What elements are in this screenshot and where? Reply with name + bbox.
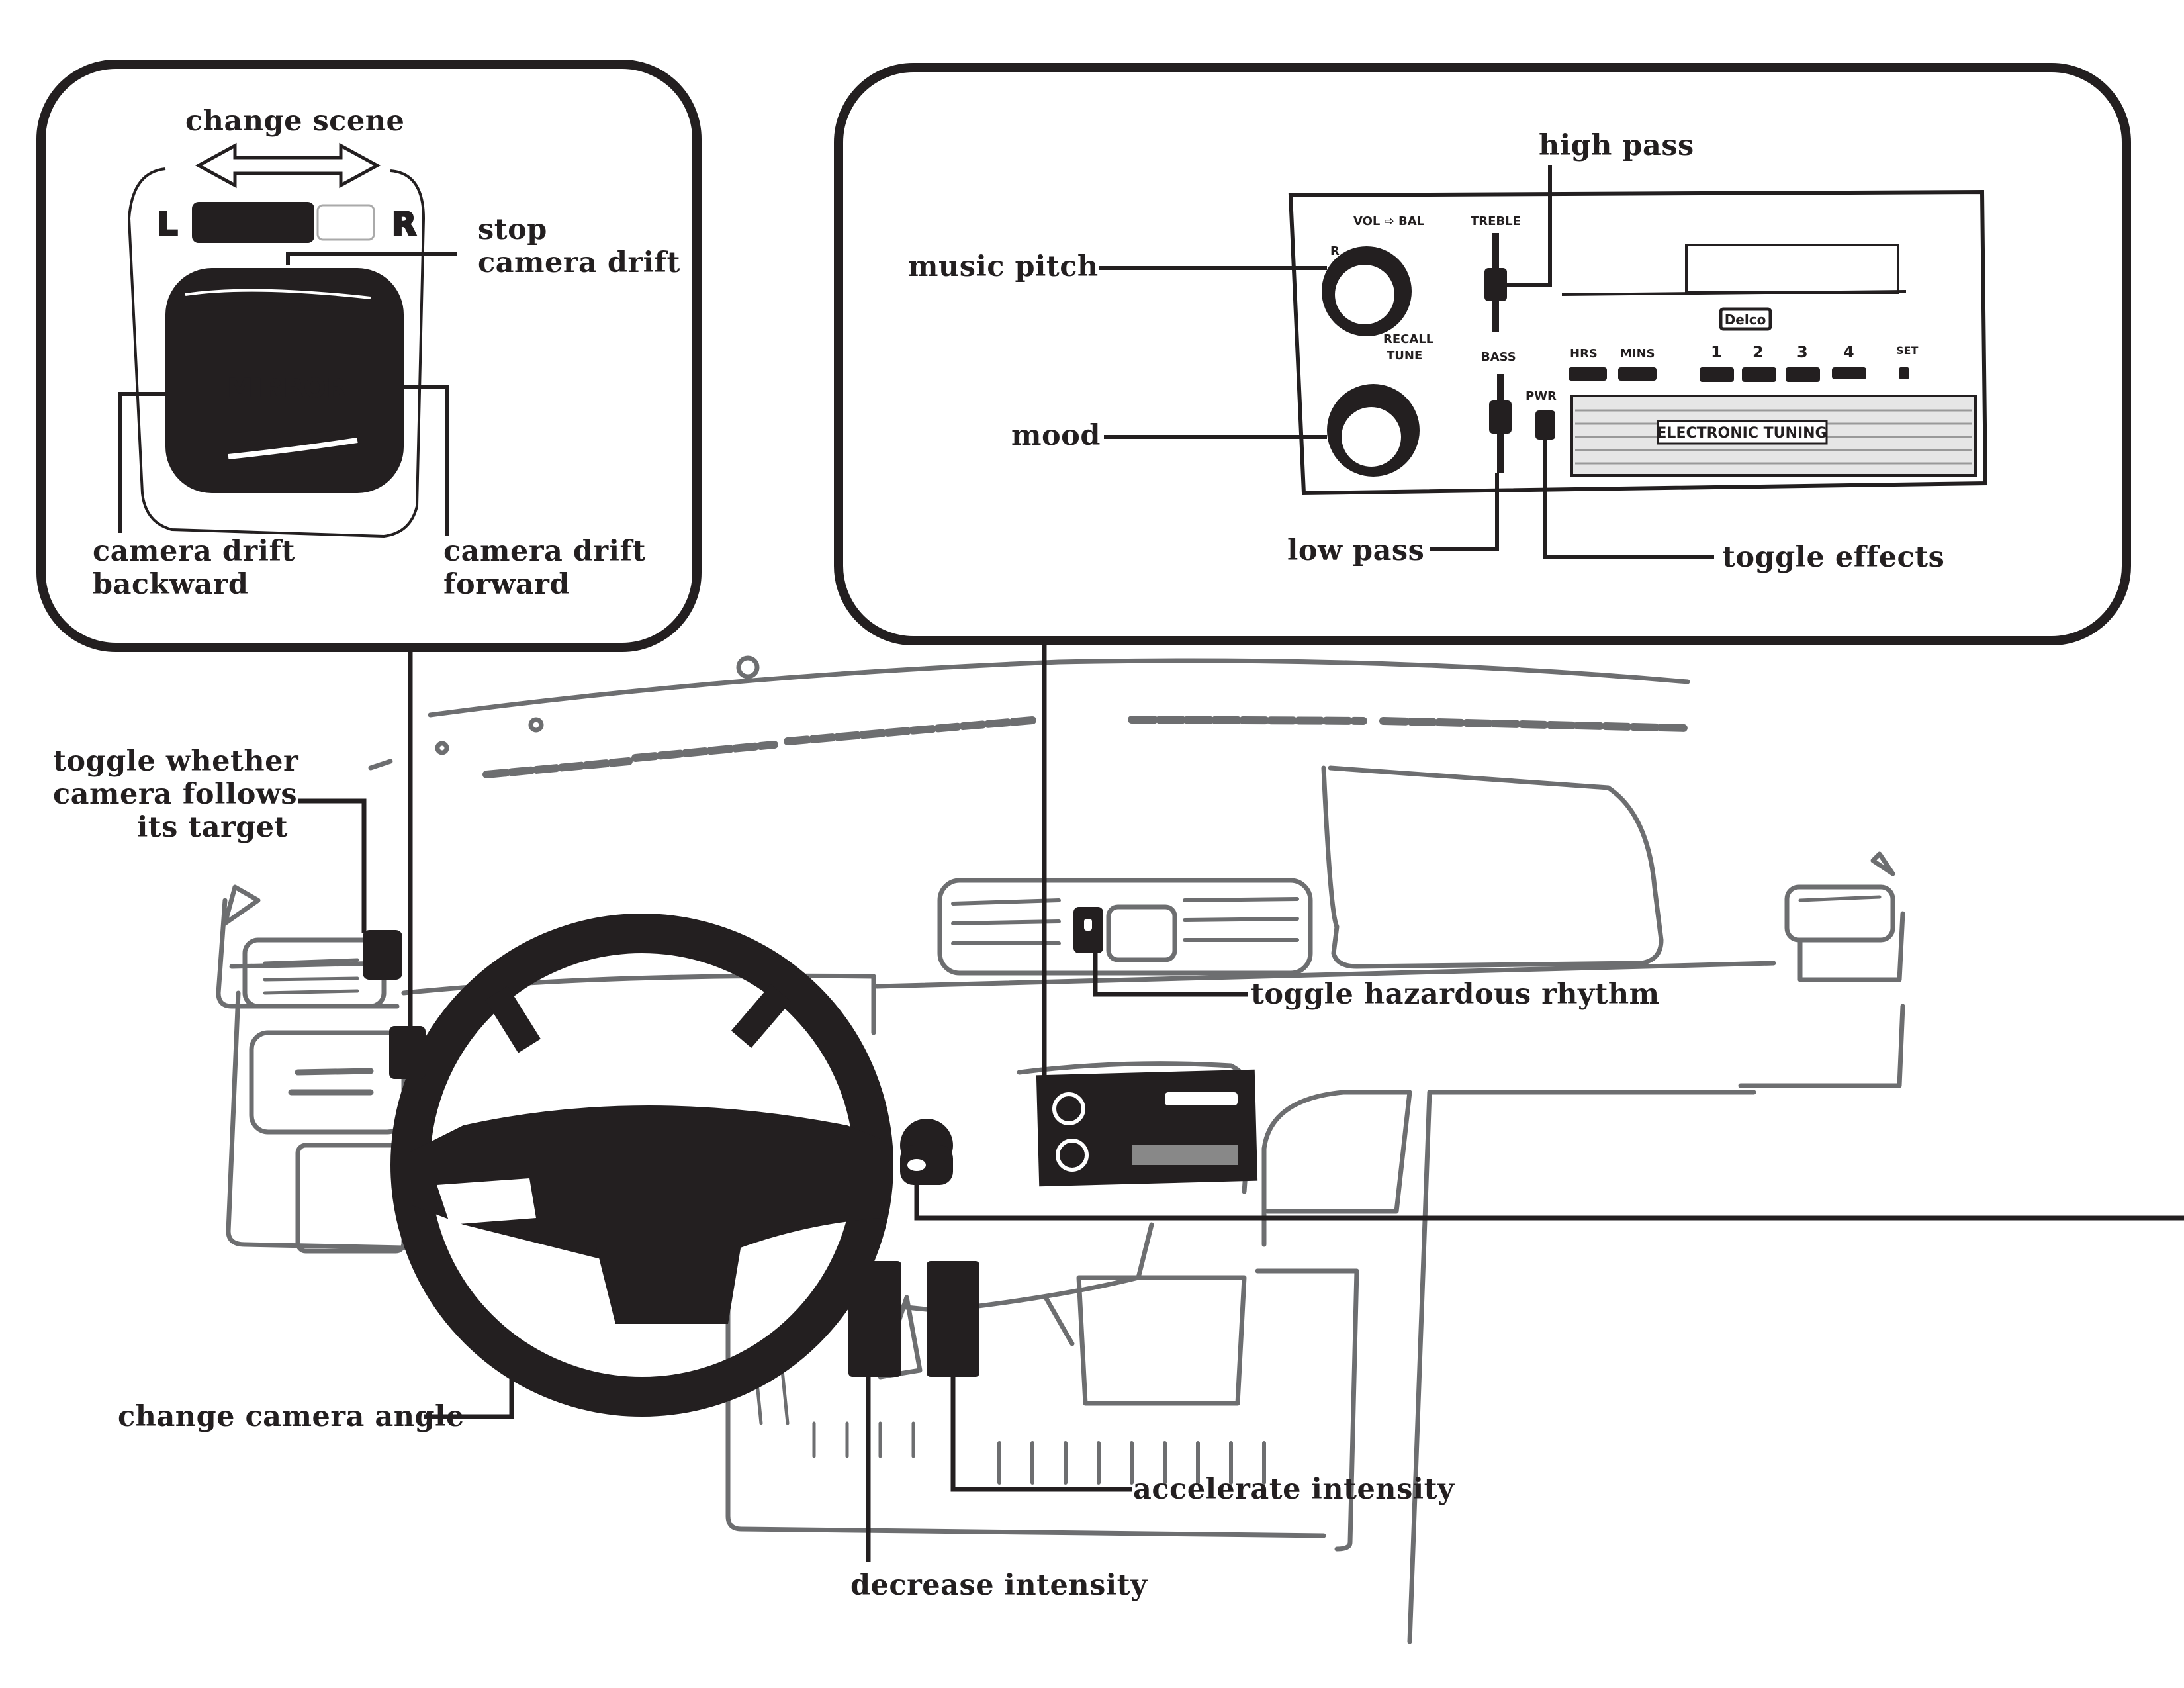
music-pitch-label: music pitch <box>908 250 1099 283</box>
stop-label-line1: stop <box>478 213 547 246</box>
preset-3-marking: 3 <box>1797 343 1808 361</box>
forward-label-line1: camera drift <box>443 535 646 568</box>
toggle-effects-label: toggle effects <box>1722 541 1945 574</box>
high-pass-label: high pass <box>1539 129 1694 162</box>
stop-label-line2: camera drift <box>478 246 680 279</box>
scene-switch[interactable] <box>192 202 314 243</box>
pwr-marking: PWR <box>1525 389 1557 403</box>
brand-logo: Delco <box>1725 312 1766 328</box>
preset-1-marking: 1 <box>1711 343 1722 361</box>
brake-pedal[interactable] <box>848 1261 901 1377</box>
steering-wheel[interactable] <box>390 914 893 1417</box>
accelerate-intensity-label: accelerate intensity <box>1133 1473 1455 1506</box>
preset-2-marking: 2 <box>1752 343 1764 361</box>
preset-4-marking: 4 <box>1843 343 1854 361</box>
switch-right-label: R <box>392 206 416 243</box>
low-pass-label: low pass <box>1287 534 1425 567</box>
switch-left-label: L <box>158 206 178 243</box>
toggle-effects-button[interactable] <box>1535 410 1555 440</box>
recall-marking: RECALL <box>1383 332 1433 346</box>
stop-camera-drift-label: stop camera drift <box>478 213 680 279</box>
change-scene-label: change scene <box>185 105 405 138</box>
decrease-intensity-label: decrease intensity <box>850 1569 1148 1602</box>
backward-label-line2: backward <box>93 568 249 601</box>
mood-knob[interactable] <box>1327 384 1420 477</box>
tune-marking: TUNE <box>1387 349 1422 363</box>
leader-lines <box>298 635 2184 1562</box>
tuning-label: ELECTRONIC TUNING <box>1657 425 1827 442</box>
change-camera-angle-label: change camera angle <box>118 1400 465 1433</box>
treble-marking: TREBLE <box>1471 214 1521 228</box>
ignition-knob[interactable] <box>900 1119 953 1185</box>
follow-label-line3: its target <box>136 811 288 844</box>
mins-marking: MINS <box>1620 347 1655 361</box>
camera-drift-backward-label: camera drift backward <box>93 535 295 601</box>
hrs-marking: HRS <box>1570 347 1598 361</box>
backward-label-line1: camera drift <box>93 535 295 568</box>
l-marking: L <box>1334 310 1341 324</box>
toggle-follow-target-label: toggle whether camera follows its target <box>53 745 299 844</box>
bass-marking: BASS <box>1481 350 1516 364</box>
mirror-button[interactable] <box>165 268 404 493</box>
accelerator-pedal[interactable] <box>927 1261 979 1377</box>
music-pitch-knob[interactable] <box>1322 246 1412 336</box>
toggle-hazardous-rhythm-label: toggle hazardous rhythm <box>1251 978 1660 1011</box>
mirror-switch-stalk[interactable] <box>389 1026 426 1079</box>
double-arrow-icon <box>195 142 381 189</box>
forward-label-line2: forward <box>443 568 570 601</box>
mirror-button-text: MIRROR <box>226 373 346 404</box>
follow-label-line2: camera follows <box>53 778 298 811</box>
r-marking: R <box>1330 244 1340 258</box>
camera-drift-forward-label: camera drift forward <box>443 535 646 601</box>
mood-label: mood <box>1011 419 1101 452</box>
follow-target-button[interactable] <box>363 930 402 980</box>
set-marking: SET <box>1896 344 1918 357</box>
radio-thumbnail[interactable] <box>1036 1069 1258 1187</box>
high-pass-slider[interactable] <box>1484 233 1507 332</box>
preset-buttons[interactable] <box>1569 367 1909 382</box>
low-pass-slider[interactable] <box>1489 374 1512 473</box>
vol-bal-marking: VOL ⇨ BAL <box>1353 214 1424 228</box>
follow-label-line1: toggle whether <box>53 745 299 778</box>
